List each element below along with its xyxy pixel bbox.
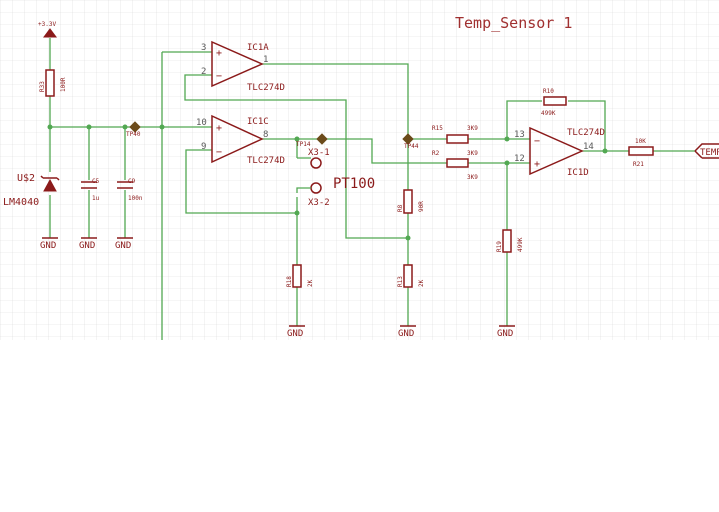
- resistor-r33[interactable]: R33 100R: [39, 69, 67, 97]
- svg-text:1u: 1u: [92, 195, 100, 202]
- svg-text:TLC274D: TLC274D: [567, 128, 605, 138]
- svg-text:GND: GND: [287, 329, 303, 339]
- connector-x3[interactable]: X3-1 PT100 X3-2: [296, 148, 375, 208]
- svg-text:X3-2: X3-2: [308, 198, 330, 208]
- svg-text:499K: 499K: [517, 237, 524, 252]
- svg-text:C9: C9: [128, 178, 136, 185]
- svg-text:TP40: TP40: [126, 131, 141, 138]
- gnd-c9: GND: [115, 237, 133, 251]
- resistor-r21[interactable]: 10K R21: [628, 138, 654, 168]
- gnd-r13: GND: [398, 325, 416, 339]
- svg-text:2: 2: [201, 67, 206, 77]
- supply-symbol: +3.3V: [38, 21, 57, 38]
- svg-text:1: 1: [263, 55, 268, 65]
- svg-text:9: 9: [201, 142, 206, 152]
- svg-text:R19: R19: [496, 241, 503, 252]
- svg-text:LM4040: LM4040: [3, 197, 39, 208]
- opamp-ic1d[interactable]: − + 13 12 14 TLC274D IC1D: [514, 126, 605, 178]
- svg-text:12: 12: [514, 154, 525, 164]
- svg-text:PT100: PT100: [333, 176, 375, 192]
- svg-text:90R: 90R: [418, 201, 425, 212]
- svg-text:GND: GND: [79, 241, 95, 251]
- resistor-r18[interactable]: R18 2K: [286, 264, 314, 288]
- svg-text:3K9: 3K9: [467, 150, 478, 157]
- svg-text:+: +: [216, 48, 222, 59]
- resistor-r2[interactable]: R2 3K9 3K9: [432, 150, 478, 181]
- testpoint-tp40[interactable]: TP40: [126, 121, 141, 138]
- svg-text:TLC274D: TLC274D: [247, 156, 285, 166]
- supply-label: +3.3V: [38, 21, 56, 28]
- svg-text:IC1D: IC1D: [567, 168, 589, 178]
- svg-text:IC1C: IC1C: [247, 117, 269, 127]
- svg-text:+: +: [216, 123, 222, 134]
- svg-text:+: +: [534, 159, 540, 170]
- svg-text:14: 14: [583, 142, 594, 152]
- gnd-c5: GND: [79, 237, 97, 251]
- svg-text:GND: GND: [115, 241, 131, 251]
- svg-text:3K9: 3K9: [467, 125, 478, 132]
- svg-text:8: 8: [263, 130, 268, 140]
- output-port-label: TEMP: [700, 148, 719, 158]
- svg-text:R21: R21: [633, 161, 644, 168]
- svg-text:X3-1: X3-1: [308, 148, 330, 158]
- svg-text:2K: 2K: [307, 279, 314, 287]
- resistor-r13[interactable]: R13 2K: [397, 264, 425, 288]
- resistor-r10[interactable]: R10 499K: [541, 88, 567, 117]
- grid-background: [0, 0, 719, 340]
- svg-text:13: 13: [514, 130, 525, 140]
- svg-text:−: −: [216, 147, 222, 158]
- resistor-r15[interactable]: R15 3K9: [432, 125, 478, 144]
- wires: [49, 38, 695, 340]
- svg-text:TP44: TP44: [404, 143, 419, 150]
- opamp-ic1a[interactable]: − + 3 2 1 IC1A TLC274D: [201, 40, 285, 93]
- svg-text:C5: C5: [92, 178, 100, 185]
- svg-text:R13: R13: [397, 276, 404, 287]
- svg-text:GND: GND: [398, 329, 414, 339]
- svg-text:GND: GND: [497, 329, 513, 339]
- testpoint-tp14[interactable]: TP14: [296, 133, 328, 148]
- svg-text:U$2: U$2: [17, 173, 35, 184]
- svg-text:R2: R2: [432, 150, 440, 157]
- output-port-temp[interactable]: TEMP: [694, 143, 719, 159]
- testpoint-tp44[interactable]: TP44: [402, 133, 419, 150]
- resistor-r8[interactable]: R8 90R: [397, 189, 425, 214]
- svg-text:10: 10: [196, 118, 207, 128]
- svg-text:R18: R18: [286, 276, 293, 287]
- diode-u2[interactable]: U$2 LM4040: [3, 173, 60, 208]
- capacitor-c5[interactable]: C5 1u: [81, 178, 100, 202]
- opamp-ic1c[interactable]: + − 10 9 8 IC1C TLC274D: [196, 114, 285, 166]
- svg-text:2K: 2K: [418, 279, 425, 287]
- resistor-r19[interactable]: R19 499K: [496, 229, 524, 253]
- svg-text:R8: R8: [397, 204, 404, 212]
- svg-text:100n: 100n: [128, 195, 143, 202]
- capacitor-c9[interactable]: C9 100n: [117, 178, 143, 202]
- svg-text:R10: R10: [543, 88, 554, 95]
- svg-text:R15: R15: [432, 125, 443, 132]
- svg-text:TP14: TP14: [296, 141, 311, 148]
- svg-text:R33: R33: [39, 81, 46, 92]
- gnd-r19: GND: [497, 325, 515, 339]
- svg-text:499K: 499K: [541, 110, 556, 117]
- svg-text:3K9: 3K9: [467, 174, 478, 181]
- svg-text:100R: 100R: [60, 77, 67, 92]
- svg-text:TLC274D: TLC274D: [247, 83, 285, 93]
- gnd-symbols: GND GND GND GND GND GND: [40, 237, 515, 339]
- schematic-title: Temp_Sensor 1: [455, 14, 572, 32]
- svg-text:3: 3: [201, 43, 206, 53]
- svg-text:GND: GND: [40, 241, 56, 251]
- svg-text:−: −: [216, 71, 222, 82]
- gnd-u2: GND: [40, 237, 58, 251]
- svg-text:10K: 10K: [635, 138, 646, 145]
- svg-text:IC1A: IC1A: [247, 43, 269, 53]
- gnd-r18: GND: [287, 325, 305, 339]
- svg-text:−: −: [534, 136, 540, 147]
